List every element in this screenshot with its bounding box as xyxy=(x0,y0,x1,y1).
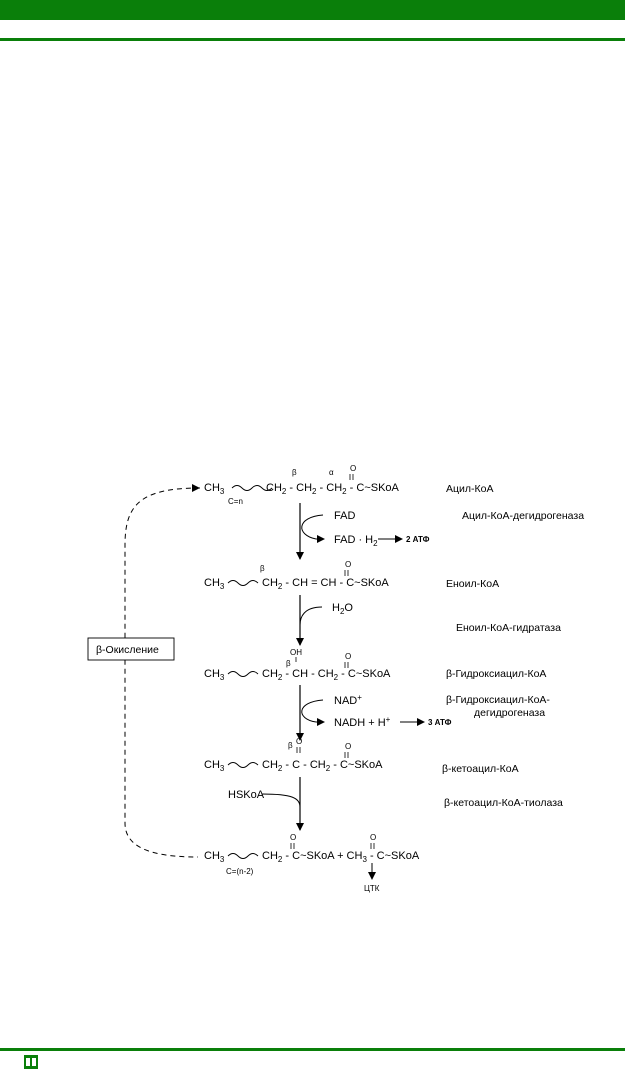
book-logo-icon xyxy=(24,1055,38,1069)
beta-oxidation-diagram: β α O CH3 CH2 - CH2 - CH2 - C~SKoA C=n А… xyxy=(87,464,584,893)
cycle-arrowhead xyxy=(192,484,200,492)
ketoacyl-beta-label: β xyxy=(288,741,293,750)
product-oxygen-1: O xyxy=(290,833,296,842)
water-reagent: H2O xyxy=(332,602,353,616)
dehydrogenase-enzyme: Ацил-КоА-дегидрогеназа xyxy=(462,510,584,522)
nad-reagent: NAD+ xyxy=(334,693,362,707)
header-rule xyxy=(0,38,625,41)
fadh2-product: FAD · H2 xyxy=(334,534,378,548)
tca-label: ЦТК xyxy=(364,884,380,893)
acyl-ch3: CH3 xyxy=(204,482,225,496)
ketoacyl-coa-structure: β O O CH3 CH2 - C - CH2 - C~SKoA β-кетоа… xyxy=(204,737,519,775)
hydration-step: H2O Еноил-КоА-гидратаза xyxy=(296,595,561,646)
acyl-carbonyl-oxygen: O xyxy=(350,464,356,473)
product-chain-note: C=(n-2) xyxy=(226,867,254,876)
atp-yield-2: 3 АТФ xyxy=(428,718,452,727)
ketoacyl-chain-wave xyxy=(227,762,259,768)
hskoa-reagent: HSKoA xyxy=(228,789,265,801)
nad-curve xyxy=(301,699,324,723)
fad-curve xyxy=(301,514,324,540)
hydroxyacyl-carbonyl-oxygen: O xyxy=(345,652,351,661)
dehydrogenation-step: FAD FAD · H2 2 АТФ Ацил-КоА-дегидрогеназ… xyxy=(296,503,584,560)
ketoacyl-carbonyl-oxygen: O xyxy=(345,742,351,751)
ketoacyl-ch3: CH3 xyxy=(204,759,225,773)
product-formula: CH2 - C~SKoA + CH3 - C~SKoA xyxy=(262,850,420,864)
nadh-product: NADH + H+ xyxy=(334,715,391,729)
acyl-beta-label: β xyxy=(292,468,297,477)
atp-yield-1: 2 АТФ xyxy=(406,535,430,544)
hydroxyacyl-dehydrogenase-line2: дегидрогеназа xyxy=(474,707,545,719)
acyl-coa-name: Ацил-КоА xyxy=(446,483,493,495)
product-chain-wave xyxy=(227,853,259,859)
hydratase-enzyme: Еноил-КоА-гидратаза xyxy=(456,622,561,634)
thiolysis-step: HSKoA β-кетоацил-КоА-тиолаза xyxy=(228,777,563,831)
product-oxygen-2: O xyxy=(370,833,376,842)
oxidation-step: NAD+ NADH + H+ 3 АТФ β-Гидроксиацил-КоА-… xyxy=(296,685,550,741)
enoyl-chain-wave xyxy=(227,580,259,586)
thiolase-enzyme: β-кетоацил-КоА-тиолаза xyxy=(444,797,563,809)
water-curve xyxy=(299,606,323,626)
hydroxyacyl-formula: CH2 - CH - CH2 - C~SKoA xyxy=(262,668,391,682)
hydroxyacyl-ch3: CH3 xyxy=(204,668,225,682)
ketoacyl-coa-name: β-кетоацил-КоА xyxy=(442,763,519,775)
enoyl-beta-label: β xyxy=(260,564,265,573)
keto-oxygen: O xyxy=(296,737,302,746)
hydroxyacyl-coa-structure: OH β O CH3 CH2 - CH - CH2 - C~SKoA β-Гид… xyxy=(204,648,546,682)
acyl-formula: CH2 - CH2 - CH2 - C~SKoA xyxy=(266,482,400,496)
cycle-label-box xyxy=(87,637,175,661)
ketoacyl-formula: CH2 - C - CH2 - C~SKoA xyxy=(262,759,383,773)
enoyl-carbonyl-oxygen: O xyxy=(345,560,351,569)
header-bar xyxy=(0,0,625,20)
enoyl-coa-name: Еноил-КоА xyxy=(446,578,499,590)
hydroxyacyl-beta-label: β xyxy=(286,659,291,668)
products-structure: O O CH3 CH2 - C~SKoA + CH3 - C~SKoA C=(n… xyxy=(204,833,420,893)
fad-reagent: FAD xyxy=(334,510,355,522)
hydroxyacyl-dehydrogenase-line1: β-Гидроксиацил-КоА- xyxy=(446,694,550,706)
enoyl-coa-structure: β O CH3 CH2 - CH = CH - C~SKoA Еноил-КоА xyxy=(204,560,499,591)
hydroxyl-group: OH xyxy=(290,648,302,657)
hydroxyacyl-chain-wave xyxy=(227,671,259,677)
cycle-dashed-loop xyxy=(124,487,201,858)
acyl-chain-note: C=n xyxy=(228,497,243,506)
cycle-label: β-Окисление xyxy=(96,644,159,656)
enoyl-ch3: CH3 xyxy=(204,577,225,591)
acyl-chain-wave xyxy=(231,485,273,491)
hskoa-curve xyxy=(261,793,301,808)
acyl-alpha-label: α xyxy=(329,468,334,477)
beta-oxidation-cycle: β-Окисление xyxy=(87,484,201,858)
product-ch3: CH3 xyxy=(204,850,225,864)
footer-rule xyxy=(0,1048,625,1051)
acyl-coa-structure: β α O CH3 CH2 - CH2 - CH2 - C~SKoA C=n А… xyxy=(204,464,493,506)
enoyl-formula: CH2 - CH = CH - C~SKoA xyxy=(262,577,389,591)
hydroxyacyl-coa-name: β-Гидроксиацил-КоА xyxy=(446,668,546,680)
